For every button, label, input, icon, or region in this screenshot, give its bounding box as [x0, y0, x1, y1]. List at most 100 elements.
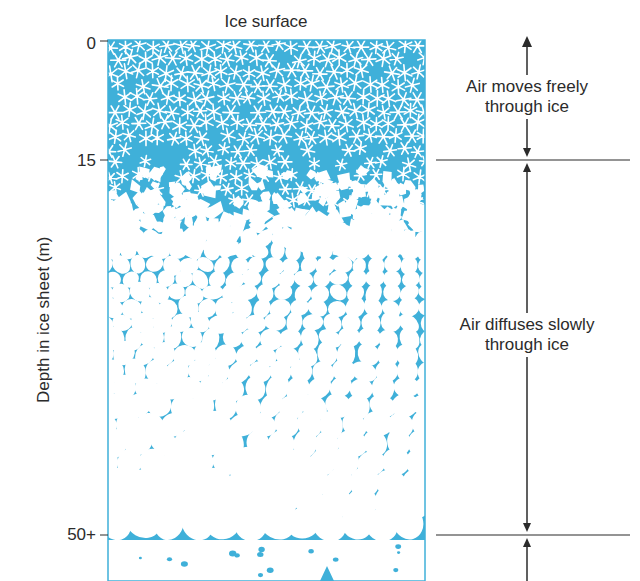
snowflake [336, 159, 347, 170]
ice-fragment [274, 218, 283, 233]
snowflake-core [397, 85, 400, 88]
ice-fragment [403, 180, 413, 191]
snowflake [412, 65, 425, 79]
snowflake-core [360, 68, 363, 71]
snowflake-core [233, 45, 236, 48]
zone-boundary [436, 534, 630, 535]
snowflake [390, 52, 403, 64]
ice-fragment [151, 181, 160, 189]
air-bubble [333, 557, 339, 561]
snowflake [413, 170, 425, 184]
snowflake-core [268, 85, 271, 88]
snowflake-core [212, 82, 215, 85]
snowflake-core [417, 121, 420, 124]
snowflake-core [403, 123, 406, 126]
ice-fragment [348, 180, 361, 189]
snowflake [251, 106, 266, 119]
snowflake [229, 66, 242, 79]
snowflake-core [334, 96, 337, 99]
snowflake [175, 67, 188, 80]
snowflake-core [246, 96, 249, 99]
snowflake [200, 40, 215, 55]
snowflake [140, 131, 153, 145]
firn-grain [263, 312, 287, 332]
ice-fragment [310, 213, 323, 226]
snowflake-core [283, 83, 286, 86]
snowflake-core [292, 199, 295, 202]
arrow-head [523, 538, 531, 547]
ice-column [108, 40, 425, 581]
snowflake-core [142, 85, 145, 88]
air-bubble [257, 552, 263, 557]
snowflake [158, 116, 172, 129]
snowflake-core [193, 124, 196, 127]
ice-fragment [139, 167, 150, 176]
snowflake-core [324, 136, 327, 139]
snowflake [118, 143, 131, 156]
snowflake [350, 130, 364, 143]
snowflake-core [121, 121, 124, 124]
snowflake [276, 129, 291, 143]
snowflake-core [369, 161, 372, 164]
snowflake-core [114, 135, 117, 138]
snowflake-core [193, 150, 196, 153]
snowflake-core [275, 123, 278, 126]
arrow-head [523, 163, 531, 172]
snowflake [305, 76, 320, 91]
snowflake-core [256, 85, 259, 88]
snowflake [417, 129, 425, 143]
snowflake [405, 130, 419, 142]
snowflake-core [193, 98, 196, 101]
snowflake [221, 128, 235, 142]
snowflake-core [354, 82, 357, 85]
snowflake [168, 132, 181, 145]
ice-fragment [368, 189, 378, 199]
snowflake-core [341, 110, 344, 113]
snowflake [244, 145, 256, 156]
snowflake [119, 64, 133, 79]
snowflake [364, 129, 377, 142]
snowflake-core [319, 121, 322, 124]
snowflake-core [148, 97, 151, 100]
snowflake-core [411, 84, 414, 87]
snowflake [181, 76, 195, 92]
snowflake [280, 184, 291, 194]
ice-fragment [418, 184, 424, 193]
snowflake-core [123, 148, 126, 151]
snowflake [348, 76, 362, 91]
ice-fragment [113, 192, 132, 214]
ice-fragment [130, 179, 140, 193]
snowflake-core [117, 59, 120, 62]
snowflake-core [222, 96, 225, 99]
snowflake-core [369, 83, 372, 86]
snowflake [140, 156, 150, 167]
snowflake [297, 64, 312, 77]
snowflake-core [192, 175, 195, 178]
ice-fragment [242, 208, 253, 222]
snowflake [209, 52, 222, 66]
snowflake [257, 91, 270, 105]
snowflake [117, 170, 129, 183]
snowflake [327, 65, 342, 79]
snowflake-core [404, 44, 407, 47]
snowflake [315, 91, 328, 104]
snowflake [416, 105, 425, 120]
snowflake [284, 117, 298, 130]
snowflake-core [268, 161, 271, 164]
ice-fragment [328, 190, 340, 205]
snowflake-core [331, 45, 334, 48]
snowflake [165, 52, 180, 65]
column-outline [108, 40, 425, 581]
air-bubble [397, 551, 400, 554]
snowflake [410, 40, 425, 53]
firn-grain [418, 284, 425, 300]
ice-fragment [199, 187, 209, 193]
snowflake [381, 40, 396, 55]
snowflake-core [114, 186, 117, 189]
air-bubble [258, 547, 264, 552]
firn-grain [270, 240, 285, 260]
snowflake-core [212, 110, 215, 113]
snowflake-core [303, 69, 306, 72]
snowflake [216, 40, 230, 53]
snowflake [371, 118, 383, 131]
